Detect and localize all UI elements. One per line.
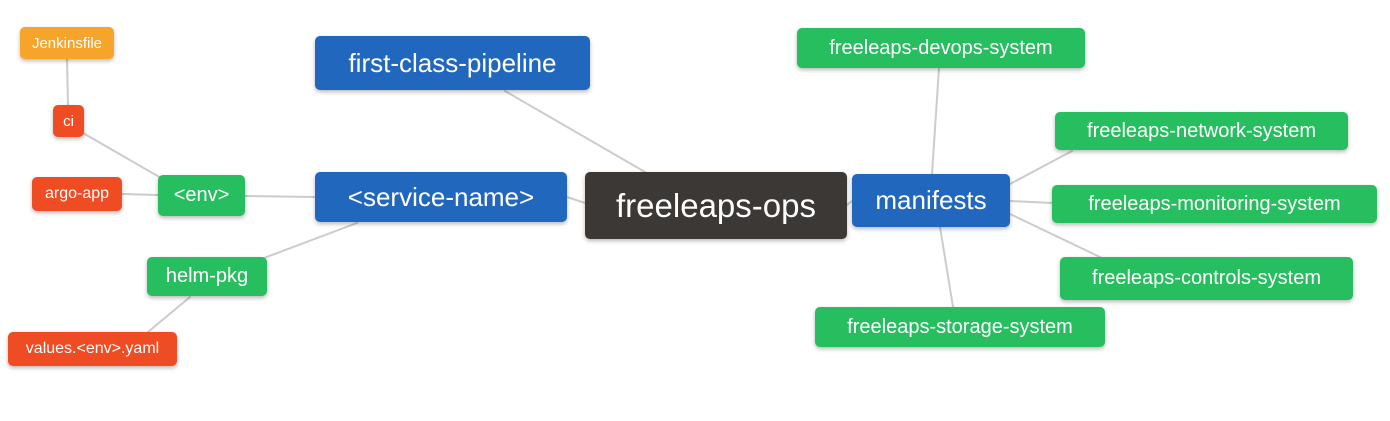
node-argo-app[interactable]: argo-app [32,177,122,211]
edge-values-helmpkg [147,296,191,333]
edge-ci-env [82,132,162,179]
edge-manifests-controls [1009,213,1103,259]
node-service-name[interactable]: <service-name> [315,172,567,222]
edge-manifests-storage [939,226,954,308]
node-values-env-yaml[interactable]: values.<env>.yaml [8,332,177,366]
node-freeleaps-storage-system[interactable]: freeleaps-storage-system [815,307,1105,347]
node-first-class-pipeline[interactable]: first-class-pipeline [315,36,590,90]
edge-env-servicename [244,195,316,198]
node-manifests[interactable]: manifests [852,174,1010,227]
edge-pipeline-ops [504,90,646,173]
edge-jenkinsfile-ci [66,58,69,107]
edge-manifests-network [1009,150,1073,185]
edge-ops-manifests [846,200,853,206]
node-env[interactable]: <env> [158,175,245,216]
edge-manifests-monitoring [1009,200,1053,204]
node-freeleaps-controls-system[interactable]: freeleaps-controls-system [1060,257,1353,300]
edge-argoapp-env [121,193,159,196]
node-helm-pkg[interactable]: helm-pkg [147,257,267,296]
node-freeleaps-network-system[interactable]: freeleaps-network-system [1055,112,1348,150]
node-freeleaps-ops-root[interactable]: freeleaps-ops [585,172,847,239]
node-freeleaps-devops-system[interactable]: freeleaps-devops-system [797,28,1085,68]
edge-helmpkg-servicename [263,222,358,259]
node-jenkinsfile[interactable]: Jenkinsfile [20,27,114,59]
node-freeleaps-monitoring-system[interactable]: freeleaps-monitoring-system [1052,185,1377,223]
node-ci[interactable]: ci [53,105,84,137]
edge-servicename-ops [566,196,586,204]
edge-manifests-devops [931,67,940,175]
